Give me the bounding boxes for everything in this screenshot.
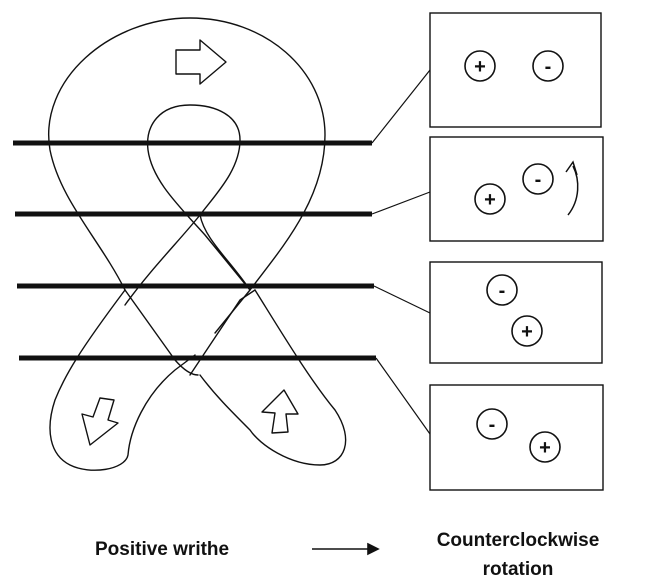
leader-2 [371,191,431,215]
panel-2 [429,136,604,242]
panel-1-signs: + - [464,50,564,82]
curved-arrow-shaft [567,165,579,216]
charge-circle-icon [486,274,518,306]
sign-label: - [535,169,542,191]
ribbon-inner-left [124,214,201,306]
leader-4 [375,357,431,435]
sign-label: + [539,437,551,459]
sign-label: - [545,56,552,78]
charge-circle-icon [474,183,506,215]
caption-right-line1: Counterclockwise [437,530,600,551]
sign-label: - [489,414,496,436]
sign-label: + [474,56,486,78]
arrow-up-icon [261,389,299,434]
sign-label: - [499,280,506,302]
ribbon-guide [190,135,320,375]
ribbon-crossing-left [124,289,199,376]
leader-1 [371,69,431,144]
curved-arrow-icon [565,160,579,216]
ribbon-outer-edge-right [48,17,326,334]
ribbon-left-tail [49,289,196,471]
panel-2-signs: + - [474,160,579,216]
charge-circle-icon [464,50,496,82]
panel-3-signs: - + [486,274,543,347]
caption-arrow-head [367,542,380,556]
caption-right-line2: rotation [483,559,554,580]
ribbon-loop-icon [48,17,347,471]
leader-lines [371,69,431,435]
leader-3 [373,285,431,314]
ribbon-inner-right [189,289,256,376]
charge-circle-icon [476,408,508,440]
caption-left: Positive writhe [95,539,229,560]
arrow-right-icon [175,39,227,85]
outline-arrow-icon [81,39,299,446]
charge-circle-icon [522,163,554,195]
sign-label: + [521,321,533,343]
panels [429,12,604,491]
cut-lines [13,140,376,361]
charge-circle-icon [529,431,561,463]
charge-circle-icon [511,315,543,347]
panel-4-signs: - + [476,408,561,463]
ribbon-right-tail [199,289,347,466]
ribbon-inner-loop [146,104,251,291]
arrow-down-left-icon [81,397,119,446]
panel-3 [429,261,603,364]
curved-arrow-head [565,160,578,176]
charge-circle-icon [532,50,564,82]
sign-label: + [484,189,496,211]
panel-1 [429,12,602,128]
arrow-long-right-icon [312,542,380,556]
panel-4 [429,384,604,491]
